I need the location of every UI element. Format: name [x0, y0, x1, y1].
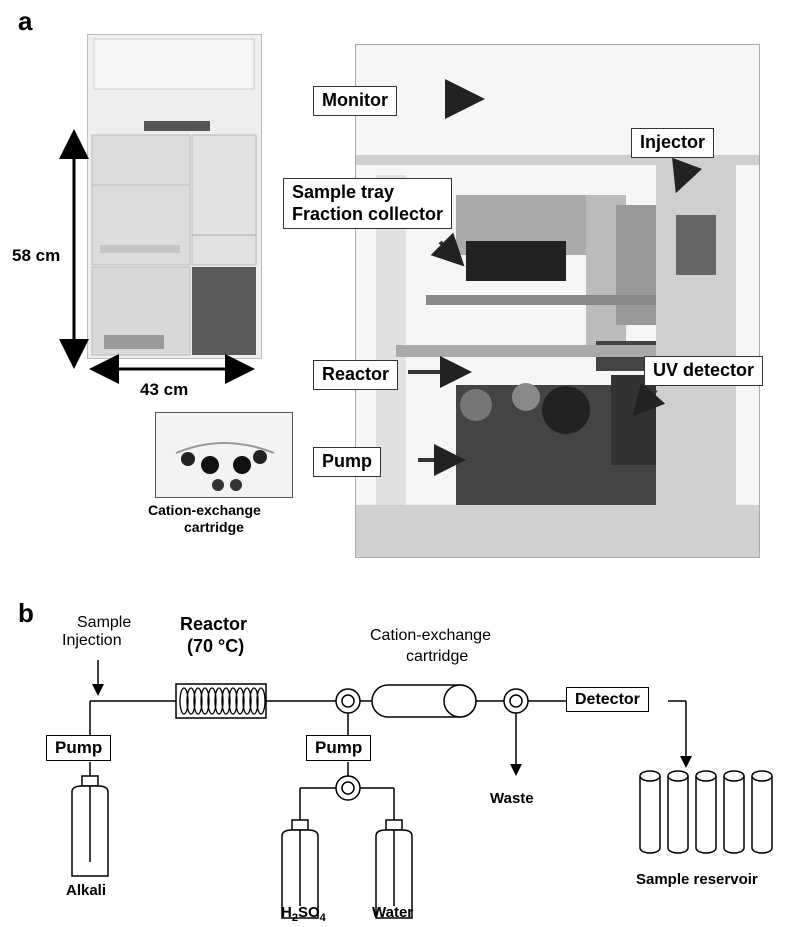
waste-label: Waste — [490, 790, 534, 807]
sample-injection-label-1: Sample — [77, 614, 131, 632]
cartridge-label-b-1: Cation-exchange — [370, 627, 491, 645]
pump-left-box: Pump — [46, 735, 111, 761]
alkali-bottle-icon — [72, 776, 108, 876]
reactor-label-1: Reactor — [180, 614, 247, 635]
pump-mid-box: Pump — [306, 735, 371, 761]
h2so4-h: H — [281, 904, 292, 921]
sample-injection-label-2: Injection — [62, 632, 122, 650]
reactor-label-2: (70 °C) — [187, 636, 244, 657]
h2so4-label: H2SO4 — [281, 904, 326, 924]
cartridge-label-b-2: cartridge — [406, 648, 468, 666]
detector-box: Detector — [566, 687, 649, 712]
alkali-label: Alkali — [66, 882, 106, 899]
h2so4-so: SO — [298, 904, 320, 921]
sample-reservoir-label: Sample reservoir — [636, 871, 758, 888]
water-label: Water — [372, 904, 413, 921]
h2so4-sub2: 4 — [320, 912, 326, 924]
sample-reservoir-icon — [640, 771, 772, 853]
